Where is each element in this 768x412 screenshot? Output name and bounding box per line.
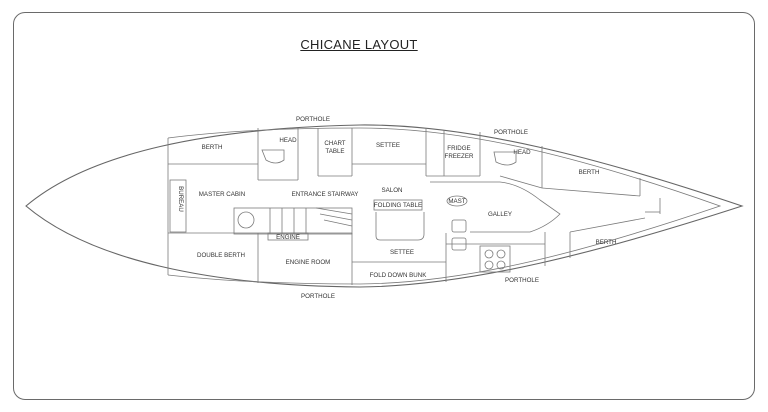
- stair-steps: [315, 207, 353, 227]
- engine-box: [233, 207, 353, 235]
- berth-fwd-bottom-label: BERTH: [596, 239, 617, 246]
- folding-table-label-box: [373, 199, 423, 211]
- berth-fwd-top-label: BERTH: [579, 169, 600, 176]
- head-fwd-bottom: [499, 175, 543, 189]
- folding-table: [375, 212, 425, 241]
- chart-table-label-2: TABLE: [325, 148, 344, 155]
- mast-label: MAST: [448, 198, 465, 205]
- porthole-bottom-right-label: PORTHOLE: [505, 277, 539, 284]
- fold-down-bunk-label: FOLD DOWN BUNK: [370, 272, 428, 279]
- galley-label: GALLEY: [488, 211, 512, 218]
- burner-4: [496, 260, 506, 270]
- burner-2: [496, 249, 506, 259]
- engine-sink: [237, 211, 255, 229]
- galley-sink-2: [451, 237, 467, 251]
- salon-label: SALON: [382, 187, 403, 194]
- settee-bottom-label: SETTEE: [390, 249, 414, 256]
- engine-label-box: [267, 232, 309, 241]
- settee-top-label: SETTEE: [376, 142, 400, 149]
- berth-fwd-bottom-top: [569, 217, 646, 233]
- burner-3: [484, 260, 494, 270]
- galley-counter-curve: [430, 181, 561, 233]
- hull-inner-line: [167, 127, 722, 285]
- diagram-frame: [13, 12, 755, 400]
- double-berth-label: DOUBLE BERTH: [197, 252, 245, 259]
- berth-fwd-top-bottom: [541, 187, 641, 197]
- diagram-title: CHICANE LAYOUT: [300, 37, 418, 52]
- fridge-label-1: FRIDGE: [447, 145, 470, 152]
- hull-outline: [25, 124, 744, 288]
- engine-label: ENGINE: [276, 234, 300, 241]
- toilet-aft: [261, 149, 285, 164]
- head-aft-label: HEAD: [279, 137, 297, 144]
- head-fwd-label: HEAD: [513, 149, 531, 156]
- master-cabin-label: MASTER CABIN: [199, 191, 245, 198]
- entrance-stairway-label: ENTRANCE STAIRWAY: [292, 191, 359, 198]
- porthole-bottom-label: PORTHOLE: [301, 293, 335, 300]
- porthole-top-right-label: PORTHOLE: [494, 129, 528, 136]
- galley-sink: [451, 219, 467, 233]
- bureau: [169, 179, 187, 233]
- mast: [446, 195, 468, 207]
- chart-table-label-1: CHART: [324, 140, 345, 147]
- bureau-label: BUREAU: [177, 186, 184, 212]
- engine-room-label: ENGINE ROOM: [286, 259, 331, 266]
- porthole-top-label: PORTHOLE: [296, 116, 330, 123]
- stove: [479, 245, 511, 273]
- fridge-label-2: FREEZER: [445, 153, 474, 160]
- toilet-fwd: [493, 151, 517, 166]
- burner-1: [484, 249, 494, 259]
- berth-aft-label: BERTH: [202, 144, 223, 151]
- folding-table-label: FOLDING TABLE: [374, 202, 422, 209]
